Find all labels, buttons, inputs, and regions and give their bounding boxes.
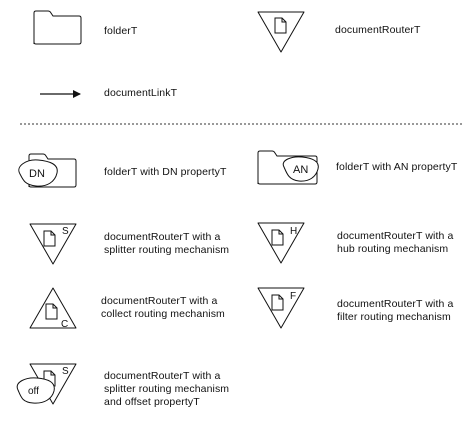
router-filter-mark: F xyxy=(290,291,296,302)
router-splitter-label: documentRouterT with a splitter routing … xyxy=(104,231,230,256)
router-splitter-offset-mark: S xyxy=(62,366,69,377)
router-collect-label: documentRouterT with a collect routing m… xyxy=(101,295,225,320)
document-router-label: documentRouterT xyxy=(335,24,421,36)
router-splitter-offset-icon: S off xyxy=(16,363,77,405)
router-filter-icon: F xyxy=(257,287,305,329)
offset-badge-text: off xyxy=(28,386,39,397)
router-splitter-offset-label: documentRouterT with a splitter routing … xyxy=(104,370,230,408)
router-splitter-mark: S xyxy=(62,226,69,237)
document-router-icon xyxy=(257,11,305,53)
folder-icon xyxy=(33,10,82,45)
dn-badge-icon xyxy=(18,159,58,187)
offset-badge-icon xyxy=(16,377,55,404)
router-filter-label: documentRouterT with a filter routing me… xyxy=(337,298,454,323)
folder-label: folderT xyxy=(104,25,138,37)
dn-badge-text: DN xyxy=(29,168,45,180)
an-badge-text: AN xyxy=(293,164,308,176)
router-collect-icon: C xyxy=(29,287,77,330)
folder-dn-label: folderT with DN propertyT xyxy=(104,166,227,178)
router-hub-mark: H xyxy=(290,226,297,237)
document-link-label: documentLinkT xyxy=(104,87,178,99)
router-splitter-icon: S xyxy=(29,223,77,265)
router-hub-icon: H xyxy=(257,222,305,264)
router-hub-label: documentRouterT with a hub routing mecha… xyxy=(337,230,454,255)
router-collect-mark: C xyxy=(61,319,68,330)
folder-dn-icon: DN xyxy=(18,153,77,188)
folder-an-label: folderT with AN propertyT xyxy=(336,161,458,173)
an-badge-icon xyxy=(282,156,319,182)
folder-an-icon: AN xyxy=(257,150,319,185)
